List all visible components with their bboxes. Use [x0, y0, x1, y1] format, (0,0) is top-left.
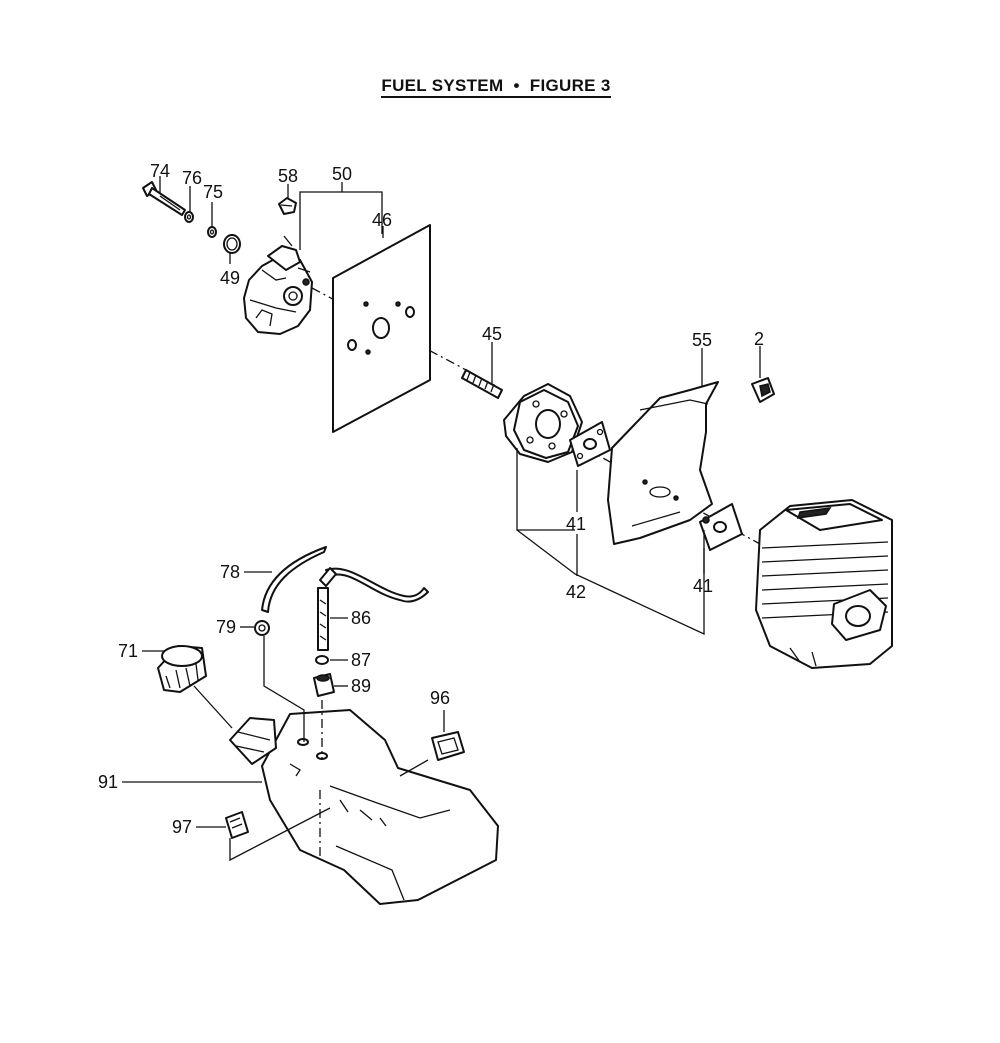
callout-55: 55	[692, 330, 712, 350]
ring-87	[315, 655, 329, 665]
title-figure: FIGURE 3	[529, 76, 611, 95]
fuel-line-main	[319, 567, 429, 603]
callout-97: 97	[172, 817, 192, 837]
callout-41-right: 41	[693, 576, 713, 596]
callout-46: 46	[372, 210, 392, 230]
figure-title: FUEL SYSTEM • FIGURE 3	[0, 76, 992, 98]
callout-86: 86	[351, 608, 371, 628]
cap-58	[278, 197, 297, 215]
washer-76	[184, 211, 194, 223]
callout-91: 91	[98, 772, 118, 792]
callout-58: 58	[278, 166, 298, 186]
bracket-42	[516, 529, 705, 636]
callout-2: 2	[754, 329, 764, 349]
fuel-tank-91	[229, 709, 499, 905]
grommet-97	[225, 811, 249, 839]
callout-74: 74	[150, 161, 170, 181]
bracket-50	[299, 191, 383, 250]
fuel-line-78	[261, 546, 327, 613]
callout-75: 75	[203, 182, 223, 202]
gasket-41-right	[699, 503, 743, 551]
callout-49: 49	[220, 268, 240, 288]
callout-76: 76	[182, 168, 202, 188]
callout-50: 50	[332, 164, 352, 184]
cylinder	[755, 499, 893, 669]
filter-86	[317, 587, 329, 651]
insulator	[503, 383, 583, 463]
gasket-46	[332, 224, 431, 433]
callout-45: 45	[482, 324, 502, 344]
callout-41-left: 41	[566, 514, 586, 534]
callout-labels: 74 76 75 58 50 46 49 45 55 2 41 42 41 78…	[98, 161, 764, 837]
plug-89	[313, 673, 335, 697]
clip-2	[751, 377, 775, 403]
heat-shield-55	[607, 381, 719, 545]
callout-42: 42	[566, 582, 586, 602]
o-ring-49	[223, 234, 241, 254]
callout-89: 89	[351, 676, 371, 696]
filter-96	[431, 731, 465, 761]
bolt-74	[142, 181, 186, 216]
carburetor	[243, 235, 313, 335]
title-text: FUEL SYSTEM	[381, 76, 504, 95]
callout-71: 71	[118, 641, 138, 661]
grommet-79	[254, 620, 270, 636]
spring-45	[461, 369, 503, 399]
callout-87: 87	[351, 650, 371, 670]
title-bullet: •	[513, 76, 520, 95]
washer-75	[207, 226, 217, 238]
leader-lines	[122, 176, 761, 828]
gasket-41-left	[569, 421, 611, 467]
callout-78: 78	[220, 562, 240, 582]
callout-79: 79	[216, 617, 236, 637]
callout-96: 96	[430, 688, 450, 708]
fuel-cap-71	[157, 645, 207, 693]
